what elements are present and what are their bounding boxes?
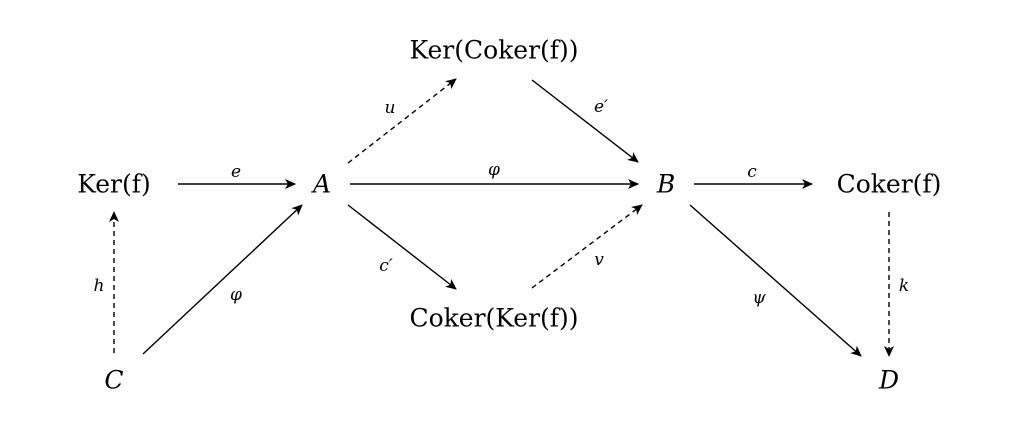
arrow-c-prime [347,204,457,290]
node-C: C [104,366,123,395]
label-u: u [385,98,396,118]
arrow-u [347,78,457,164]
node-cokerf: Coker(f) [837,170,942,199]
label-e-prime: e′ [594,97,608,117]
node-cokerKer: Coker(Ker(f)) [409,304,578,333]
label-phi-top: φ [488,160,500,180]
arrow-v [531,204,643,289]
label-c-prime: c′ [379,256,393,276]
arrow-e-prime [531,79,639,163]
node-D: D [878,366,899,395]
node-A: A [311,170,331,199]
node-kerf: Ker(f) [77,170,151,199]
label-k: k [899,276,909,296]
arrow-phi-left [142,204,303,355]
label-psi: ψ [752,288,766,308]
label-v: v [594,250,604,270]
label-phi-left: φ [230,285,242,305]
arrow-psi [689,204,862,357]
nodes-layer: Ker(Coker(f)) Ker(f) A B Coker(f) Coker(Ker(f… [77,36,941,395]
node-kerCoker: Ker(Coker(f)) [409,36,578,65]
label-c: c [747,162,757,182]
label-h: h [94,276,105,296]
edges-layer: e φ u e′ c′ v c h φ ψ k [94,78,909,357]
node-B: B [656,170,675,199]
label-e: e [231,162,241,182]
